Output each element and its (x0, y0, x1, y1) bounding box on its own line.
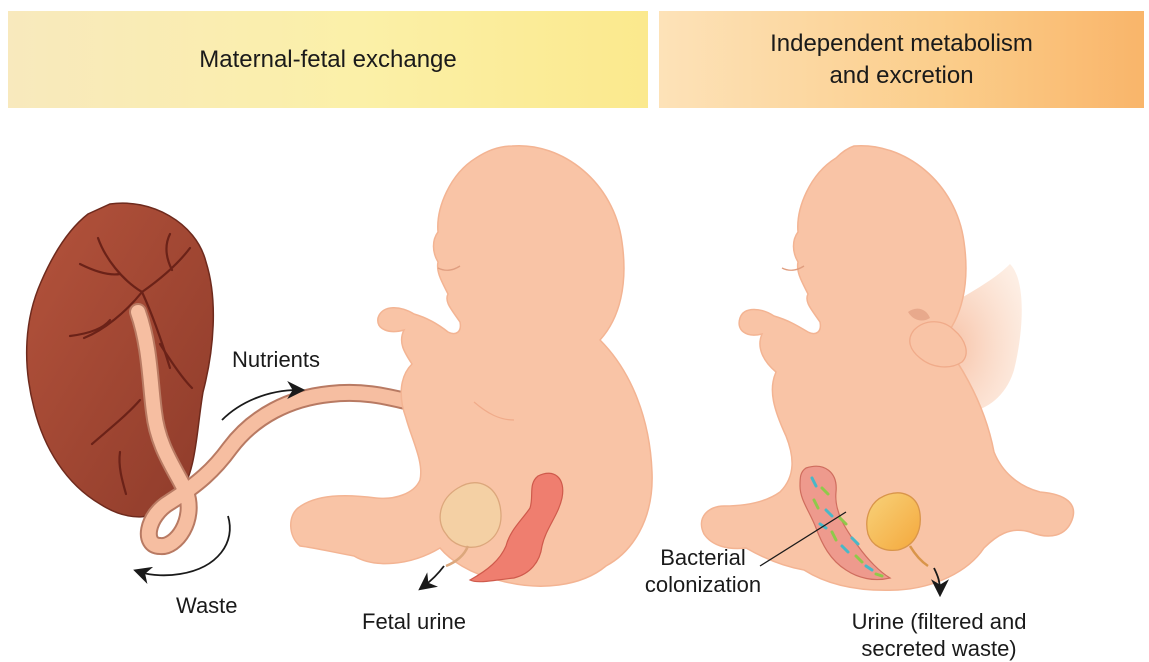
urine-label-line1: Urine (filtered and (836, 608, 1042, 635)
nutrients-label: Nutrients (232, 346, 320, 373)
placenta (27, 203, 214, 517)
bacterial-colonization-label: Bacterial colonization (640, 544, 766, 598)
urine-label-line2: secreted waste) (836, 635, 1042, 662)
urine-label: Urine (filtered and secreted waste) (836, 608, 1042, 662)
fetus-right (701, 146, 1073, 591)
bacterial-label-line1: Bacterial (640, 544, 766, 571)
fetal-urine-label: Fetal urine (362, 608, 466, 635)
bacterial-label-line2: colonization (640, 571, 766, 598)
bladder-right (867, 493, 921, 550)
fetal-urine-arrow (424, 566, 444, 586)
waste-label: Waste (176, 592, 238, 619)
fetus-left (291, 146, 652, 586)
